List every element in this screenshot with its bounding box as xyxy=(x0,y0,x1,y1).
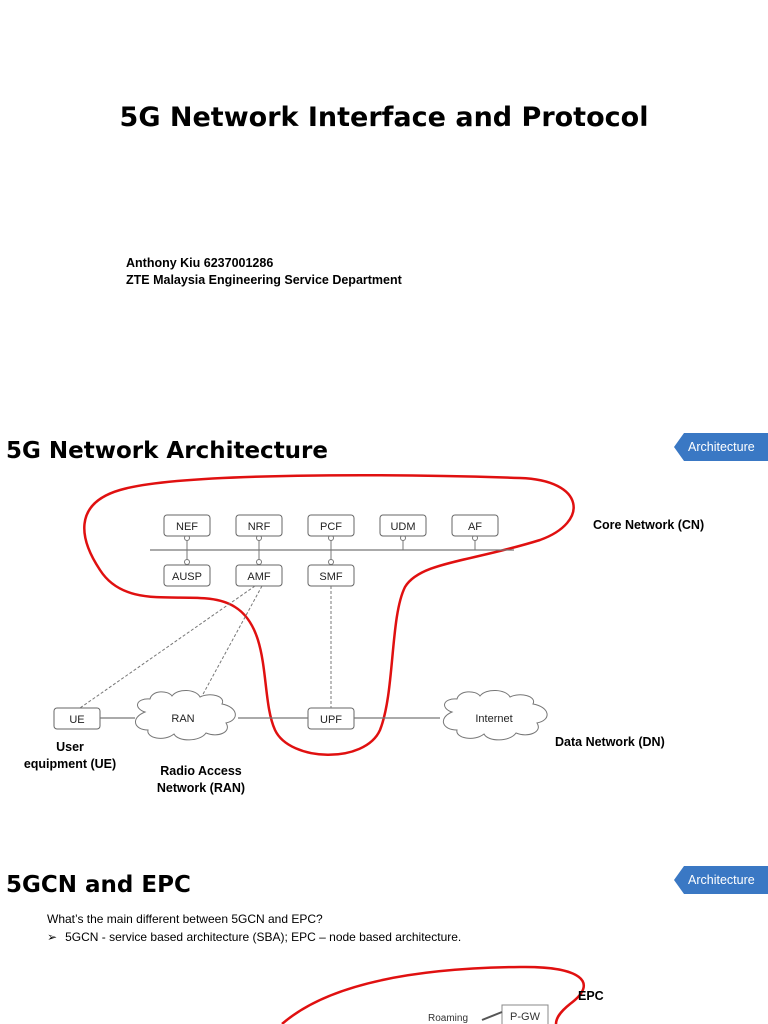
af-node xyxy=(451,514,499,537)
core-network-outline xyxy=(83,474,575,756)
ausp-label: AUSP xyxy=(172,571,202,583)
nef-label: NEF xyxy=(176,521,198,533)
nrf-node xyxy=(235,514,283,537)
internet-text: Internet xyxy=(475,713,512,725)
udm-label: UDM xyxy=(390,521,415,533)
internet-cloud xyxy=(442,690,548,741)
pcf-label: PCF xyxy=(320,521,342,533)
ausp-node xyxy=(163,564,211,587)
bullet-item: ➢ 5GCN - service based architecture (SBA)… xyxy=(47,930,461,944)
question-text: What’s the main different between 5GCN a… xyxy=(47,912,323,926)
author-department: ZTE Malaysia Engineering Service Departm… xyxy=(126,273,402,287)
smf-label: SMF xyxy=(319,571,343,583)
epc-label: EPC xyxy=(578,989,604,1003)
architecture-slide: 5G Network Architecture Architecture xyxy=(0,412,768,842)
ue-description-line1: User xyxy=(56,740,84,754)
nrf-label: NRF xyxy=(248,521,271,533)
ue-label: UE xyxy=(69,714,84,726)
bullet-text: 5GCN - service based architecture (SBA);… xyxy=(65,930,462,944)
upf-label: UPF xyxy=(320,714,342,726)
pcf-node xyxy=(307,514,355,537)
ran-cloud xyxy=(135,690,236,741)
udm-node xyxy=(379,514,427,537)
amf-node xyxy=(235,564,283,587)
network-architecture-diagram: NEF NRF PCF UDM AF AUSP AMF SMF UE UPF R… xyxy=(53,474,575,756)
comparison-slide: 5GCN and EPC Architecture What’s the mai… xyxy=(0,842,768,1024)
slide-title: 5G Network Interface and Protocol xyxy=(119,102,649,133)
data-network-label: Data Network (DN) xyxy=(555,735,665,749)
amf-label: AMF xyxy=(247,571,271,583)
ran-description-line1: Radio Access xyxy=(160,764,242,778)
epc-diagram: P-GW Roaming xyxy=(281,965,585,1024)
architecture-tag[interactable]: Architecture xyxy=(674,433,768,461)
ue-description-line2: equipment (UE) xyxy=(23,757,117,771)
bullet-marker: ➢ xyxy=(47,930,58,944)
roaming-label: Roaming xyxy=(428,1013,468,1024)
slide-heading: 5GCN and EPC xyxy=(6,872,191,898)
ran-text: RAN xyxy=(171,713,194,725)
architecture-tag[interactable]: Architecture xyxy=(674,866,768,894)
pgw-label: P-GW xyxy=(510,1011,541,1023)
slide-heading: 5G Network Architecture xyxy=(6,438,328,464)
pgw-node xyxy=(501,1004,549,1024)
nef-node xyxy=(163,514,211,537)
core-network-label: Core Network (CN) xyxy=(593,518,705,532)
af-label: AF xyxy=(468,521,482,533)
epc-outline xyxy=(281,965,585,1024)
title-slide: 5G Network Interface and Protocol Anthon… xyxy=(0,0,768,412)
author-name: Anthony Kiu 6237001286 xyxy=(126,256,274,270)
ran-description-line2: Network (RAN) xyxy=(156,781,246,795)
